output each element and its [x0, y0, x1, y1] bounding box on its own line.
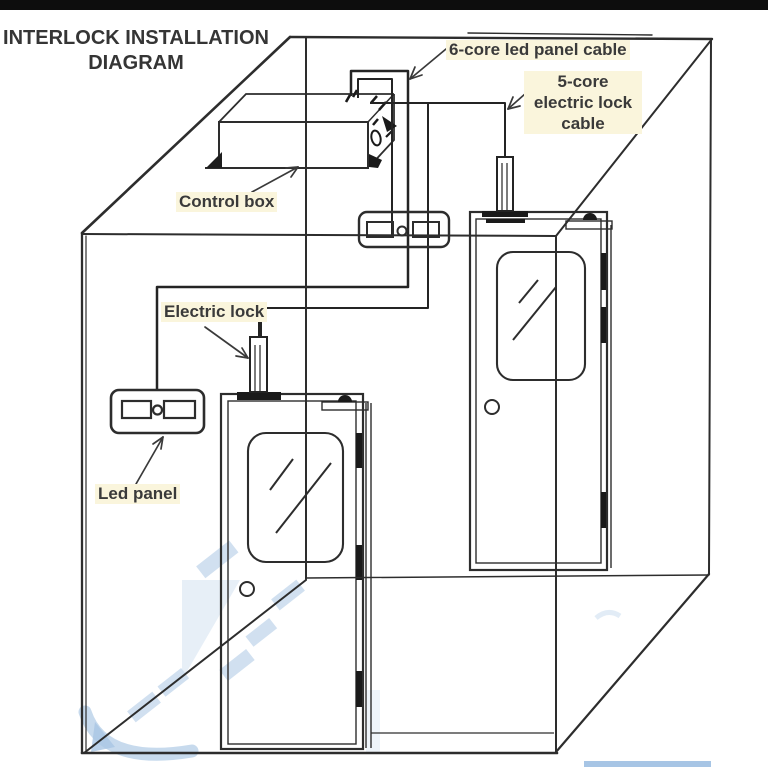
arrow-electric-lock	[204, 326, 249, 359]
floor-left-edge	[83, 579, 307, 754]
left-lock-mount-bar	[237, 392, 281, 400]
five-core-cable-left-run	[260, 103, 429, 337]
room-outline	[80, 32, 714, 755]
diagram-title: INTERLOCK INSTALLATION DIAGRAM	[3, 27, 269, 74]
arrow-control-box	[251, 166, 299, 193]
five-core-cable-right-run	[370, 102, 506, 157]
right-door-closer	[583, 213, 597, 220]
top-black-bar	[0, 0, 768, 10]
led-panel-ceiling	[357, 210, 451, 249]
right-door-hinge	[601, 253, 606, 290]
annotation-arrows	[135, 48, 544, 485]
six-core-cable-left-run	[155, 69, 410, 390]
left-door-closer	[338, 395, 352, 402]
arrow-led-panel	[135, 436, 164, 485]
led-panel-left	[109, 388, 206, 435]
floor-back-edge	[305, 574, 710, 579]
left-door-hinge	[356, 671, 362, 707]
right-door	[468, 210, 613, 572]
right-lock-mount-bar	[482, 211, 528, 217]
left-door-hinge	[356, 545, 362, 580]
electric-lock-left	[249, 308, 268, 393]
ceiling-right-edge	[555, 38, 713, 237]
label-control-box: Control box	[176, 192, 278, 212]
electric-lock-right	[496, 156, 514, 212]
right-door-window	[495, 250, 587, 382]
mounting-bracket	[206, 152, 222, 168]
control-box	[205, 89, 397, 169]
left-door-hinge	[356, 433, 362, 468]
interior-edges	[82, 37, 713, 754]
arrow-6-core-cable	[409, 48, 447, 80]
left-door-window	[246, 431, 345, 564]
cables	[155, 69, 506, 390]
right-door-hinge	[601, 492, 606, 528]
left-door-handle	[239, 581, 255, 597]
ceiling-front-edge	[82, 233, 557, 237]
right-door-handle	[484, 399, 500, 415]
label-led-panel: Led panel	[95, 484, 181, 504]
left-door	[219, 392, 554, 751]
label-5-core-electric-lock-cable: 5-core electric lock cable	[524, 71, 642, 134]
label-6-core-led-panel-cable: 6-core led panel cable	[446, 40, 630, 60]
right-door-hinge	[601, 307, 606, 343]
control-box-connectors	[344, 89, 397, 168]
label-electric-lock: Electric lock	[161, 302, 268, 322]
six-core-cable-right-run	[357, 78, 393, 236]
